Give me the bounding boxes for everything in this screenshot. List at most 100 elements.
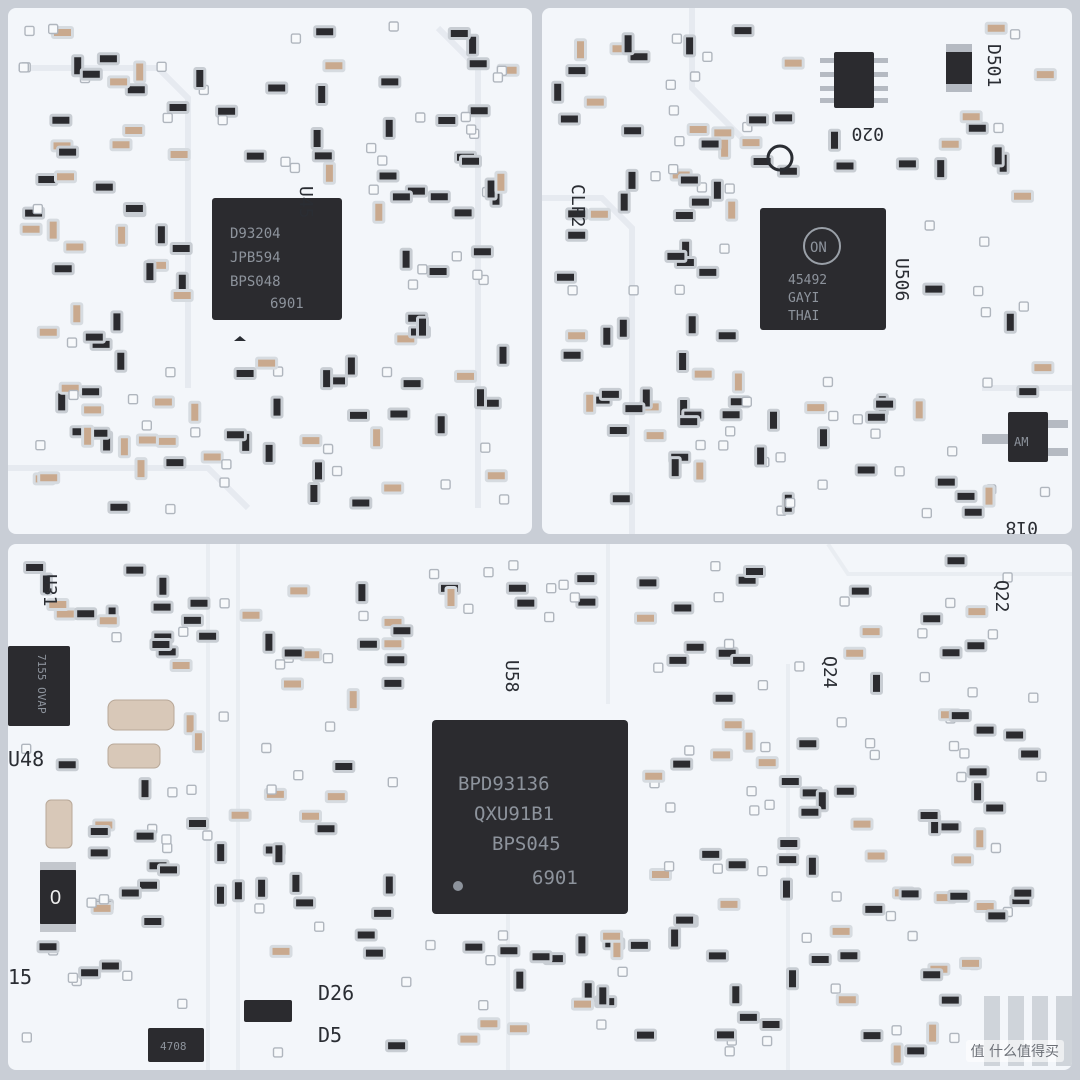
smd-component bbox=[157, 863, 180, 877]
smd-component bbox=[710, 748, 734, 762]
smd-component bbox=[56, 145, 80, 159]
smd-component bbox=[109, 138, 133, 152]
smd-component bbox=[454, 369, 477, 383]
pcb-top-right-svg: 020 D501 CLP2 ON 45492 GAYI THAI U506 AM… bbox=[542, 8, 1072, 534]
smd-component bbox=[463, 603, 474, 614]
smd-component bbox=[742, 729, 756, 753]
smd-component bbox=[149, 638, 173, 651]
smd-component bbox=[217, 114, 228, 126]
smd-component bbox=[583, 391, 597, 415]
smd-component bbox=[677, 173, 701, 187]
smd-component bbox=[805, 854, 819, 878]
smd-component bbox=[274, 659, 286, 670]
smd-component bbox=[467, 104, 491, 118]
smd-component bbox=[68, 389, 79, 401]
label-u506: U506 bbox=[891, 258, 912, 301]
chip-u45-line2: JPB594 bbox=[230, 250, 281, 266]
smd-component bbox=[794, 661, 805, 672]
smd-component bbox=[387, 407, 411, 421]
smd-component bbox=[293, 896, 317, 910]
smd-component bbox=[407, 279, 419, 290]
smd-component bbox=[621, 32, 635, 56]
smd-component bbox=[200, 450, 224, 464]
smd-component bbox=[565, 228, 589, 242]
smd-component bbox=[664, 249, 688, 263]
smd-component bbox=[166, 101, 190, 114]
smd-component bbox=[18, 62, 30, 73]
smd-component bbox=[231, 879, 245, 903]
smd-component bbox=[462, 940, 486, 954]
smd-component bbox=[388, 21, 399, 32]
smd-component bbox=[81, 424, 95, 448]
smd-component bbox=[484, 469, 508, 483]
smd-component bbox=[35, 173, 59, 186]
smd-component bbox=[609, 492, 633, 506]
smd-component bbox=[907, 930, 918, 942]
smd-component bbox=[985, 909, 1009, 923]
smd-component bbox=[483, 567, 494, 578]
smd-component bbox=[934, 157, 948, 181]
smd-component bbox=[565, 207, 589, 221]
smd-component bbox=[35, 440, 46, 451]
smd-component bbox=[529, 950, 553, 964]
smd-component bbox=[21, 1032, 33, 1043]
smd-component bbox=[196, 629, 220, 643]
smd-component bbox=[161, 842, 173, 854]
smd-component bbox=[243, 149, 267, 163]
diode-d501 bbox=[946, 44, 972, 92]
smd-component bbox=[898, 887, 922, 901]
smd-component bbox=[688, 195, 712, 209]
smd-component bbox=[1003, 310, 1017, 334]
smd-component bbox=[255, 876, 269, 900]
smd-component bbox=[51, 262, 75, 276]
smd-component bbox=[894, 466, 905, 477]
smd-component bbox=[699, 847, 723, 861]
smd-component bbox=[890, 1042, 904, 1066]
sot-marking: 4708 bbox=[160, 1040, 187, 1053]
fuse-marking: 0 bbox=[50, 887, 61, 909]
chip-u506-line2: GAYI bbox=[788, 291, 819, 306]
smd-component bbox=[864, 849, 888, 863]
smd-component bbox=[920, 968, 944, 982]
smd-component bbox=[864, 410, 888, 424]
smd-component bbox=[554, 270, 577, 284]
smd-component bbox=[696, 265, 720, 279]
smd-component bbox=[117, 435, 131, 459]
smd-component bbox=[948, 740, 960, 752]
smd-component bbox=[710, 178, 724, 202]
smd-component bbox=[828, 128, 841, 152]
smd-component bbox=[558, 579, 569, 590]
smd-component bbox=[79, 67, 103, 81]
smd-component bbox=[67, 972, 79, 983]
smd-component bbox=[984, 21, 1008, 35]
smd-component bbox=[1036, 771, 1047, 782]
smd-component bbox=[324, 790, 348, 804]
smd-component bbox=[19, 222, 43, 236]
smd-component bbox=[485, 955, 496, 966]
smd-component bbox=[673, 913, 697, 927]
smd-component bbox=[922, 282, 946, 296]
smd-component bbox=[596, 984, 610, 1008]
smd-component bbox=[755, 756, 779, 770]
smd-component bbox=[921, 507, 932, 519]
smd-component bbox=[416, 315, 429, 339]
smd-component bbox=[376, 169, 400, 183]
smd-component bbox=[617, 190, 631, 214]
smd-component bbox=[804, 401, 828, 415]
smd-component bbox=[401, 976, 412, 988]
capacitor-large-1 bbox=[107, 699, 175, 731]
smd-component bbox=[262, 441, 276, 465]
smd-component bbox=[218, 711, 229, 722]
smd-component bbox=[66, 337, 78, 348]
smd-component bbox=[934, 475, 958, 489]
smd-component bbox=[451, 251, 462, 262]
watermark: 值 什么值得买 bbox=[965, 1040, 1064, 1062]
smd-component bbox=[831, 891, 842, 902]
smd-component bbox=[1016, 385, 1040, 399]
smd-component bbox=[757, 679, 769, 691]
smd-component bbox=[780, 877, 793, 901]
smd-component bbox=[180, 613, 204, 627]
smd-component bbox=[725, 858, 749, 872]
smd-component bbox=[371, 906, 395, 920]
smd-component bbox=[324, 721, 336, 732]
